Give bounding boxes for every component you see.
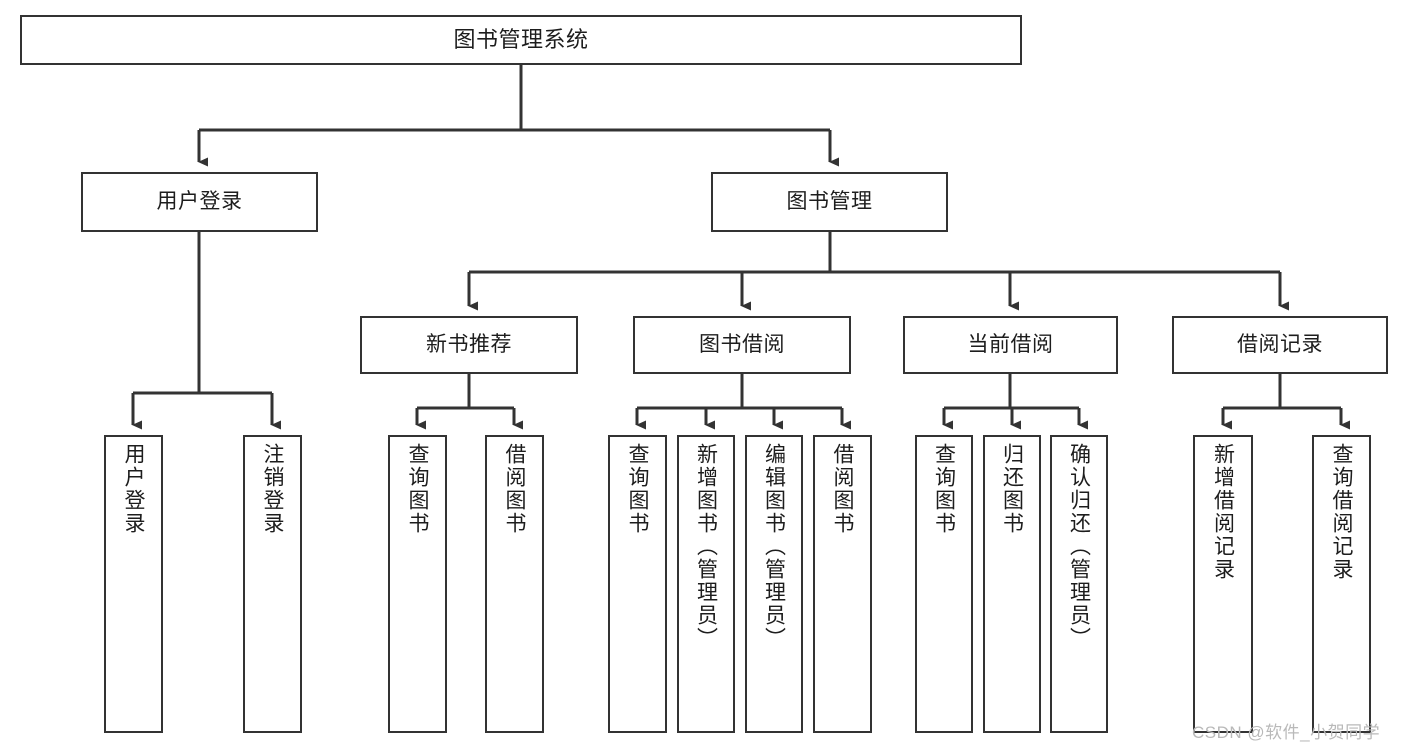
node-leaf-logout[interactable]: 注销登录 (243, 435, 302, 733)
node-leaf-borrow-book-recommend[interactable]: 借阅图书 (485, 435, 544, 733)
node-level1-book-management-label: 图书管理 (786, 189, 873, 213)
node-leaf-query-borrow-record[interactable]: 查询借阅记录 (1312, 435, 1371, 733)
node-leaf-borrow-book[interactable]: 借阅图书 (813, 435, 872, 733)
node-level2-current-borrow-label: 当前借阅 (967, 332, 1054, 356)
node-leaf-query-borrow-record-label: 查询借阅记录 (1330, 443, 1353, 581)
node-root[interactable]: 图书管理系统 (20, 15, 1022, 65)
node-root-label: 图书管理系统 (453, 27, 589, 53)
node-leaf-return-book[interactable]: 归还图书 (983, 435, 1041, 733)
node-level2-current-borrow[interactable]: 当前借阅 (903, 316, 1118, 374)
node-leaf-edit-book-admin[interactable]: 编辑图书（管理员） (745, 435, 803, 733)
node-leaf-add-book-admin[interactable]: 新增图书（管理员） (677, 435, 735, 733)
node-level2-book-borrow[interactable]: 图书借阅 (633, 316, 851, 374)
watermark-text: CSDN @软件_小贺同学 (1192, 723, 1381, 742)
node-leaf-query-book-current[interactable]: 查询图书 (915, 435, 973, 733)
node-level1-book-management[interactable]: 图书管理 (711, 172, 948, 232)
node-leaf-borrow-book-recommend-label: 借阅图书 (503, 443, 526, 535)
node-leaf-confirm-return-admin-label: 确认归还（管理员） (1067, 443, 1091, 650)
node-level2-borrow-record[interactable]: 借阅记录 (1172, 316, 1388, 374)
node-leaf-query-book-recommend[interactable]: 查询图书 (388, 435, 447, 733)
node-leaf-return-book-label: 归还图书 (1000, 443, 1024, 535)
node-leaf-add-book-admin-label: 新增图书（管理员） (694, 443, 718, 650)
node-level2-new-book-recommend[interactable]: 新书推荐 (360, 316, 578, 374)
node-leaf-query-book-borrow-label: 查询图书 (626, 443, 649, 535)
node-leaf-logout-label: 注销登录 (261, 443, 284, 535)
node-leaf-add-borrow-record-label: 新增借阅记录 (1211, 443, 1235, 581)
node-level2-borrow-record-label: 借阅记录 (1237, 332, 1323, 356)
node-level1-user-login-label: 用户登录 (156, 189, 243, 213)
node-level2-new-book-recommend-label: 新书推荐 (426, 332, 512, 356)
node-level2-book-borrow-label: 图书借阅 (699, 332, 785, 356)
node-leaf-query-book-recommend-label: 查询图书 (406, 443, 429, 535)
node-leaf-query-book-borrow[interactable]: 查询图书 (608, 435, 667, 733)
node-leaf-add-borrow-record[interactable]: 新增借阅记录 (1193, 435, 1253, 733)
node-leaf-edit-book-admin-label: 编辑图书（管理员） (762, 443, 786, 650)
node-leaf-user-login[interactable]: 用户登录 (104, 435, 163, 733)
node-leaf-borrow-book-label: 借阅图书 (831, 443, 854, 535)
node-level1-user-login[interactable]: 用户登录 (81, 172, 318, 232)
node-leaf-user-login-label: 用户登录 (122, 443, 145, 535)
node-leaf-confirm-return-admin[interactable]: 确认归还（管理员） (1050, 435, 1108, 733)
node-leaf-query-book-current-label: 查询图书 (932, 443, 956, 535)
